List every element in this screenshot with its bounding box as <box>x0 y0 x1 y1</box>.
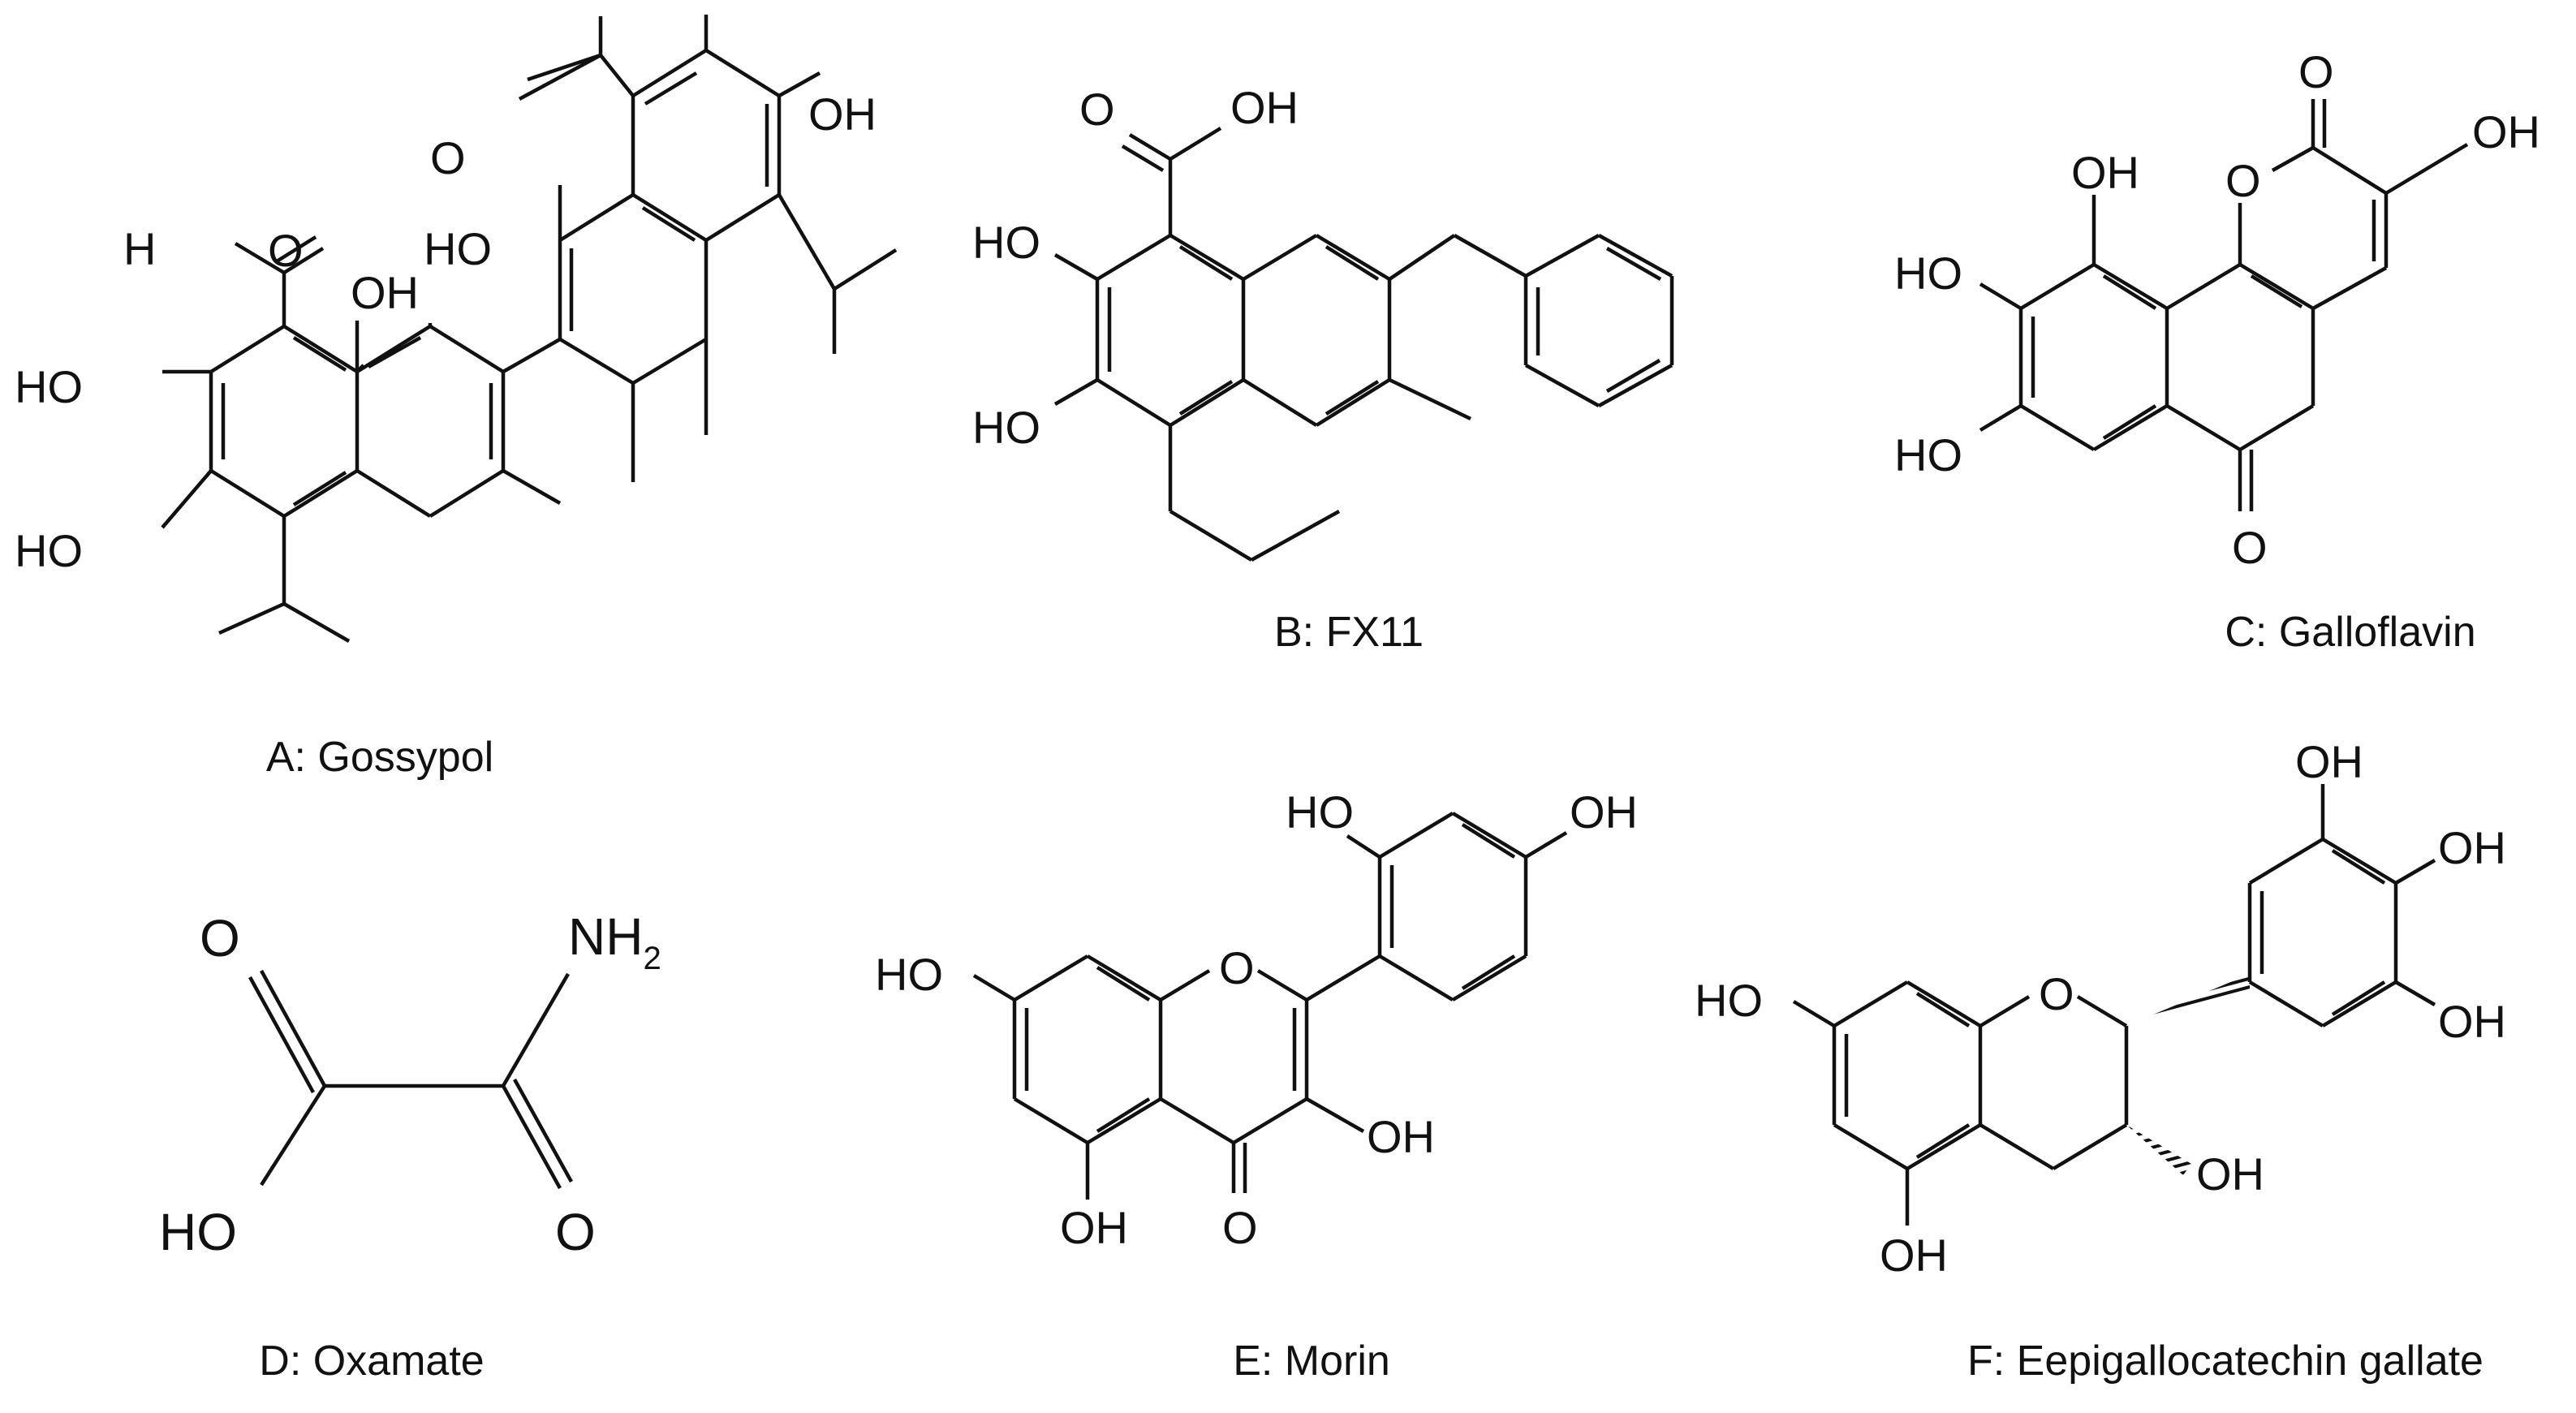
amine-subscript: 2 <box>643 941 661 976</box>
hydroxyl-top-left-label: HO <box>1286 786 1354 838</box>
keto-o-label: O <box>1222 1202 1258 1253</box>
hydroxyl-lower-label: HO <box>15 525 83 576</box>
hydroxyl-upper-label: HO <box>1894 248 1962 299</box>
lactone-carbonyl-o-label: O <box>2298 46 2334 97</box>
hashed-wedge-c3 <box>2126 1125 2191 1175</box>
hydroxyl-top-right-label: OH <box>1570 786 1638 838</box>
hydroxyl-right-label: OH <box>1367 1111 1435 1162</box>
hydroxyl-lower-label: HO <box>1894 429 1962 480</box>
hydroxyl-right-label: OH <box>2472 106 2540 157</box>
amine-label: NH2 <box>568 907 661 976</box>
oxamate-bonds <box>248 969 573 1190</box>
gossypol-bonds <box>161 15 898 643</box>
fx11-atom-labels: O OH HO HO <box>972 82 1299 453</box>
egcg-caption: F: Eepigallocatechin gallate <box>1967 1338 2483 1385</box>
carbonyl-o-right-label: O <box>555 1203 596 1261</box>
galloflavin-bonds <box>1979 99 2469 511</box>
carbonyl-o-label: O <box>1079 84 1115 135</box>
egcg-atom-labels: OH OH OH HO O OH OH <box>1695 736 2506 1281</box>
galloflavin-caption: C: Galloflavin <box>2225 609 2475 656</box>
oxamate-atom-labels: O NH2 HO O <box>159 907 661 1261</box>
hydroxyl-upper-label: HO <box>15 361 83 412</box>
top-hydroxyl-label: OH <box>808 88 877 140</box>
hydroxyl-left-label: HO <box>875 949 943 1000</box>
morin-bonds <box>972 812 1568 1200</box>
aldehyde-h-label: H <box>123 223 156 274</box>
hydroxyl-c3-label: OH <box>2196 1148 2264 1200</box>
amine-nh: NH <box>568 907 643 966</box>
ring-o-label: O <box>1219 942 1255 993</box>
keto-o-label: O <box>2232 522 2268 573</box>
hydroxyl-bottom-label: OH <box>1880 1230 1948 1281</box>
morin-caption: E: Morin <box>1233 1338 1390 1385</box>
carbonyl-o-left-label: O <box>200 909 240 967</box>
oxamate-structure: O NH2 HO O D: Oxamate <box>159 907 661 1385</box>
acid-hydroxyl-label: OH <box>1230 82 1299 133</box>
ring-o-label: O <box>2039 968 2074 1019</box>
gossypol-structure: H O OH HO HO HO O OH A: Gossypol <box>15 15 898 781</box>
oxamate-caption: D: Oxamate <box>259 1338 484 1385</box>
hydroxyl-upper-label: HO <box>972 217 1040 268</box>
hydroxyl-top-label: OH <box>2295 736 2363 787</box>
peri-hydroxyl-label: OH <box>2071 147 2139 198</box>
peri-hydroxyl-b-label: HO <box>424 223 492 274</box>
gossypol-atom-labels: H O OH HO HO HO O OH <box>15 88 877 576</box>
fx11-bonds <box>1053 127 1674 562</box>
egcg-structure: OH OH OH HO O OH OH F: Eepigallocatechin… <box>1695 736 2506 1385</box>
ring-o-label: O <box>2225 155 2261 206</box>
fx11-caption: B: FX11 <box>1274 609 1424 656</box>
gossypol-caption: A: Gossypol <box>266 734 493 781</box>
hydroxyl-mid-label: OH <box>2438 822 2506 873</box>
egcg-bonds <box>1792 784 2436 1226</box>
hashed-wedge-c2 <box>2126 974 2250 1026</box>
galloflavin-structure: O O OH OH HO HO O C: Galloflavin <box>1894 46 2540 656</box>
hydroxyl-label: HO <box>159 1203 237 1261</box>
morin-atom-labels: HO OH HO O OH OH O <box>875 786 1638 1253</box>
aldehyde-o-label: O <box>268 225 304 276</box>
morin-structure: HO OH HO O OH OH O E: Morin <box>875 786 1638 1385</box>
peri-hydroxyl-label: OH <box>351 267 419 318</box>
hydroxyl-low-label: OH <box>2438 996 2506 1047</box>
hydroxyl-bottom-label: OH <box>1060 1202 1128 1253</box>
hydroxyl-left-label: HO <box>1695 975 1763 1026</box>
acetyl-o-label: O <box>430 132 466 183</box>
fx11-structure: O OH HO HO B: FX11 <box>972 82 1674 656</box>
hydroxyl-lower-label: HO <box>972 402 1040 453</box>
galloflavin-atom-labels: O O OH OH HO HO O <box>1894 46 2540 573</box>
